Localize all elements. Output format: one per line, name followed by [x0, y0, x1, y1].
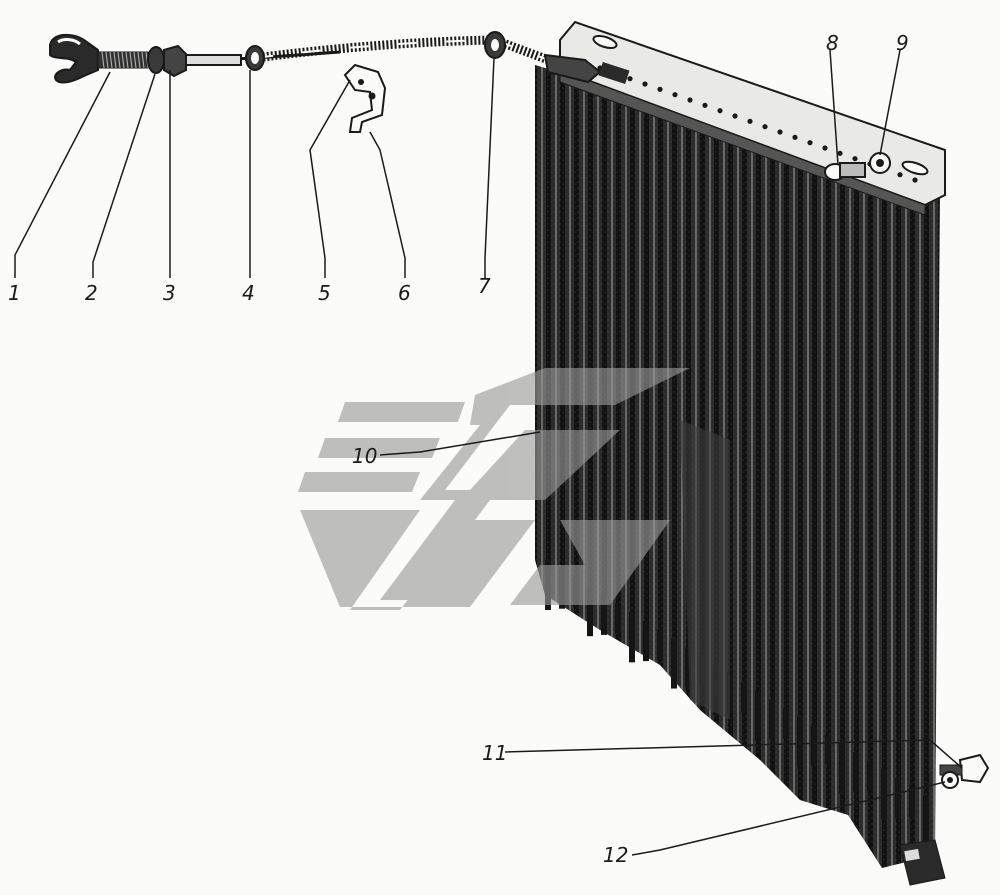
callout-3: 3 — [163, 281, 176, 305]
rail-hole — [777, 129, 783, 135]
leader-6 — [369, 131, 406, 278]
leader-lines — [14, 49, 963, 856]
leader-1 — [14, 71, 111, 278]
rail-hole — [642, 81, 648, 87]
fin-end — [769, 699, 775, 740]
callout-12: 12 — [603, 843, 628, 867]
leader-7 — [484, 57, 495, 278]
callout-10: 10 — [352, 444, 377, 468]
bottom-foot — [899, 839, 946, 886]
fin-end — [909, 786, 915, 817]
fin-end — [601, 594, 607, 635]
thread-line — [117, 51, 121, 69]
thread-line — [113, 51, 117, 69]
callout-8: 8 — [826, 31, 839, 55]
control-cable — [49, 31, 630, 133]
leader-10 — [379, 431, 541, 456]
inner-frame — [680, 420, 730, 720]
fin-end — [783, 708, 789, 739]
thread-line — [137, 51, 141, 69]
callout-7: 7 — [478, 274, 491, 298]
leader-11 — [504, 739, 963, 769]
fin-end — [881, 769, 887, 820]
fin-end — [629, 612, 635, 663]
rail-hole — [747, 118, 753, 124]
thread-line — [141, 51, 145, 69]
rail-hole — [732, 113, 738, 119]
fin-end — [867, 760, 873, 791]
callout-4: 4 — [242, 281, 255, 305]
rail-hole — [717, 108, 723, 114]
fin-end — [839, 743, 845, 794]
bolt-8 — [824, 162, 866, 181]
rail-hole — [822, 145, 828, 151]
rail-hole — [687, 97, 693, 103]
leader-5 — [309, 79, 351, 278]
shutter-assembly — [535, 20, 946, 886]
fin-end — [923, 795, 929, 846]
fin-end — [657, 629, 663, 660]
cable-sheath — [254, 35, 572, 73]
fin-end — [895, 778, 901, 819]
rail-hole — [897, 172, 903, 178]
rail-hole — [702, 102, 708, 108]
callout-9: 9 — [896, 31, 909, 55]
callout-1: 1 — [8, 281, 21, 305]
bolt-11 — [939, 753, 990, 784]
fin-end — [797, 717, 803, 768]
leader-2 — [92, 73, 156, 278]
callouts: 1 2 3 4 5 6 7 8 9 10 11 12 — [8, 31, 909, 867]
callout-2: 2 — [85, 281, 98, 305]
washer-9 — [869, 152, 891, 174]
fin-end — [685, 647, 691, 688]
rail-hole — [912, 177, 918, 183]
callout-6: 6 — [398, 281, 411, 305]
rail-hole — [792, 134, 798, 140]
callout-5: 5 — [318, 281, 331, 305]
rail-hole — [807, 140, 813, 146]
watermark-logo — [298, 368, 690, 610]
fin-end — [825, 734, 831, 765]
fin-end — [671, 638, 677, 689]
thread-line — [121, 51, 125, 69]
fin-end — [643, 621, 649, 662]
leader-8 — [829, 49, 839, 166]
cable-clip — [343, 63, 387, 133]
fin-end — [587, 586, 593, 637]
thread-line — [101, 51, 105, 69]
rail-hole — [672, 92, 678, 98]
fin-end — [741, 682, 747, 713]
fin-end — [811, 725, 817, 766]
rail-hole — [627, 76, 633, 82]
washer-12 — [941, 771, 959, 789]
fin-end — [755, 690, 761, 741]
rail-hole — [852, 156, 858, 162]
leader-12 — [631, 781, 946, 856]
thread-line — [133, 51, 137, 69]
rail-hole — [837, 150, 843, 156]
rail-hole — [657, 86, 663, 92]
control-knob — [49, 33, 99, 84]
thread-line — [129, 51, 133, 69]
callout-11: 11 — [482, 741, 507, 765]
washer — [147, 46, 165, 74]
rail-hole — [762, 124, 768, 130]
nut — [163, 44, 187, 78]
thread-line — [125, 51, 129, 69]
fin-end — [615, 603, 621, 634]
thread-line — [105, 51, 109, 69]
fin-end — [853, 752, 859, 792]
thread-line — [109, 51, 113, 69]
leader-9 — [879, 49, 901, 156]
